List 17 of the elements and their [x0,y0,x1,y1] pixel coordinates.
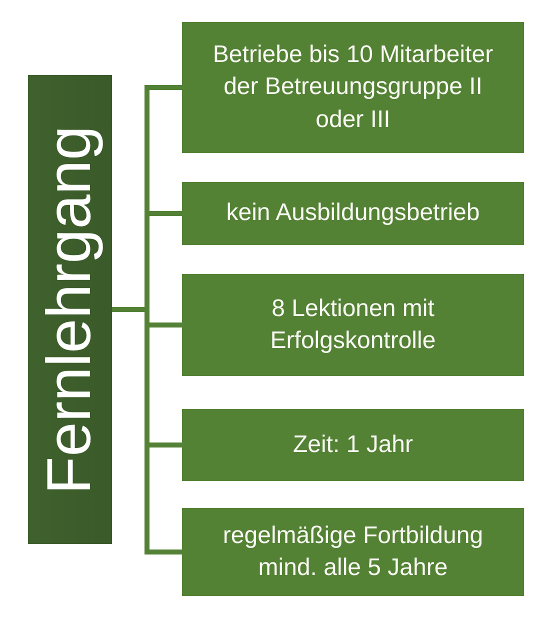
info-box [182,508,524,596]
vertical-title-text: Fernlehrgang [39,125,101,494]
info-box [182,409,524,481]
box-text: kein Ausbildungsbetrieb [226,198,480,228]
box-text: regelmäßige Fortbildung mind. alle 5 Jahre [222,520,484,583]
box-text: 8 Lektionen mit Erfolgskontrolle [269,294,437,356]
info-box [182,22,524,153]
connector-line [150,85,182,90]
info-box [182,274,524,376]
connector-line [150,550,182,554]
connector-line [150,322,182,328]
box-text: Betriebe bis 10 Mitarbeiter der Betreuungsgruppe II oder III [212,40,494,135]
box-text: Zeit: 1 Jahr [292,430,414,460]
topic-box [28,75,112,544]
connector-line [150,211,182,216]
info-box [182,182,524,245]
connector-line [150,442,182,448]
